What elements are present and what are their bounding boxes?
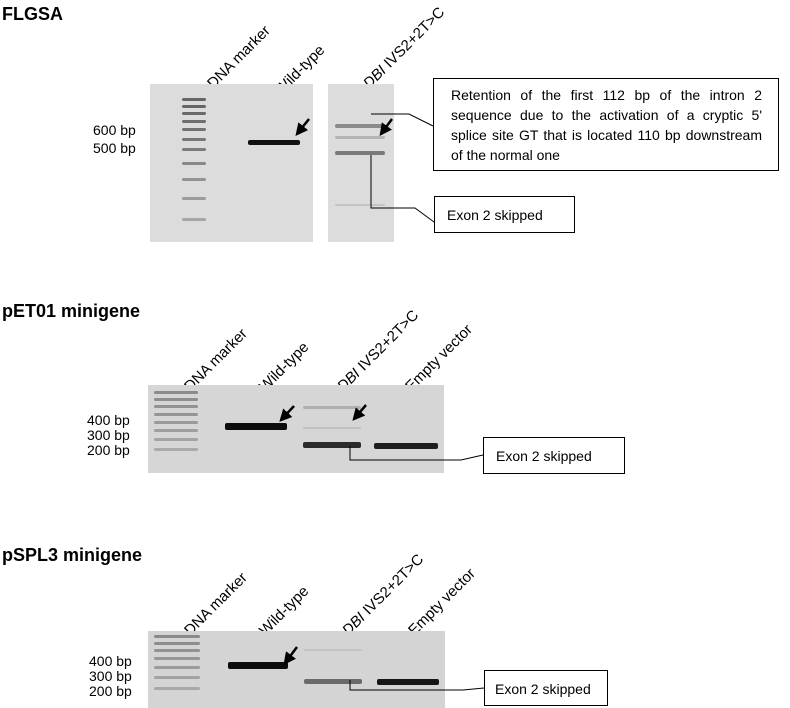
bp-label-400: 400 bp <box>89 653 132 669</box>
bp-label-200: 200 bp <box>87 442 130 458</box>
ladder-band <box>182 128 206 131</box>
bp-label-200: 200 bp <box>89 683 132 699</box>
wild-type-band <box>225 423 287 430</box>
ladder-band <box>154 429 198 432</box>
skipped-band <box>303 442 361 448</box>
ladder-band <box>154 642 200 645</box>
ladder-band <box>182 138 206 141</box>
ladder-band <box>154 391 198 394</box>
ladder-band <box>154 687 200 690</box>
empty-vector-band <box>377 679 439 685</box>
gel-image-left <box>150 84 313 242</box>
ladder-band <box>182 197 206 200</box>
bp-label-600: 600 bp <box>93 122 136 138</box>
ladder-band <box>154 666 200 669</box>
ladder-band <box>182 120 206 123</box>
ladder-band <box>182 105 206 108</box>
arrow-icon <box>295 118 310 136</box>
panel-title-pet01: pET01 minigene <box>2 301 141 321</box>
ladder-band <box>154 398 198 401</box>
skipped-band <box>335 151 385 155</box>
leader-line <box>349 446 484 461</box>
ladder-band <box>182 178 206 181</box>
panel-title-flgsa: FLGSA <box>2 4 63 24</box>
callout-exon2-skipped-pet01: Exon 2 skipped <box>483 437 625 474</box>
gel-image-pet01 <box>148 385 444 473</box>
callout-intron-retention: Retention of the first 112 bp of the int… <box>433 78 779 171</box>
gel-image-pspl3 <box>148 631 445 708</box>
wild-type-band <box>228 662 288 669</box>
retention-band <box>335 124 385 128</box>
callout-exon2-skipped-flgsa: Exon 2 skipped <box>434 196 575 233</box>
ladder-band <box>182 148 206 151</box>
bp-label-400: 400 bp <box>87 412 130 428</box>
retention-band <box>304 649 362 651</box>
leader-line <box>370 155 435 223</box>
arrow-icon <box>379 118 394 137</box>
skipped-band <box>304 679 362 684</box>
leader-line <box>349 680 485 691</box>
ladder-band <box>154 448 198 451</box>
normal-band <box>335 136 385 139</box>
ladder-band <box>154 676 200 679</box>
ladder-band <box>182 112 206 115</box>
ladder-band <box>182 218 206 221</box>
ladder-band <box>154 405 198 408</box>
empty-vector-band <box>374 443 438 449</box>
bp-label-300: 300 bp <box>89 668 132 684</box>
ladder-band <box>154 421 198 424</box>
ladder-band <box>154 635 200 638</box>
ladder-band <box>154 649 200 652</box>
ladder-band <box>154 657 200 660</box>
ladder-band <box>154 438 198 441</box>
retention-band <box>303 406 361 409</box>
arrow-icon <box>352 404 367 421</box>
panel-title-pspl3: pSPL3 minigene <box>2 545 143 565</box>
bp-label-500: 500 bp <box>93 140 136 156</box>
arrow-icon <box>279 405 295 422</box>
callout-exon2-skipped-pspl3: Exon 2 skipped <box>484 670 608 706</box>
wild-type-band <box>248 140 300 145</box>
arrow-icon <box>283 646 298 665</box>
gel-image-right <box>328 84 394 242</box>
normal-band <box>303 427 361 429</box>
faint-band <box>335 204 385 206</box>
ladder-band <box>154 413 198 416</box>
bp-label-300: 300 bp <box>87 427 130 443</box>
ladder-band <box>182 98 206 101</box>
ladder-band <box>182 162 206 165</box>
leader-line <box>371 113 434 127</box>
